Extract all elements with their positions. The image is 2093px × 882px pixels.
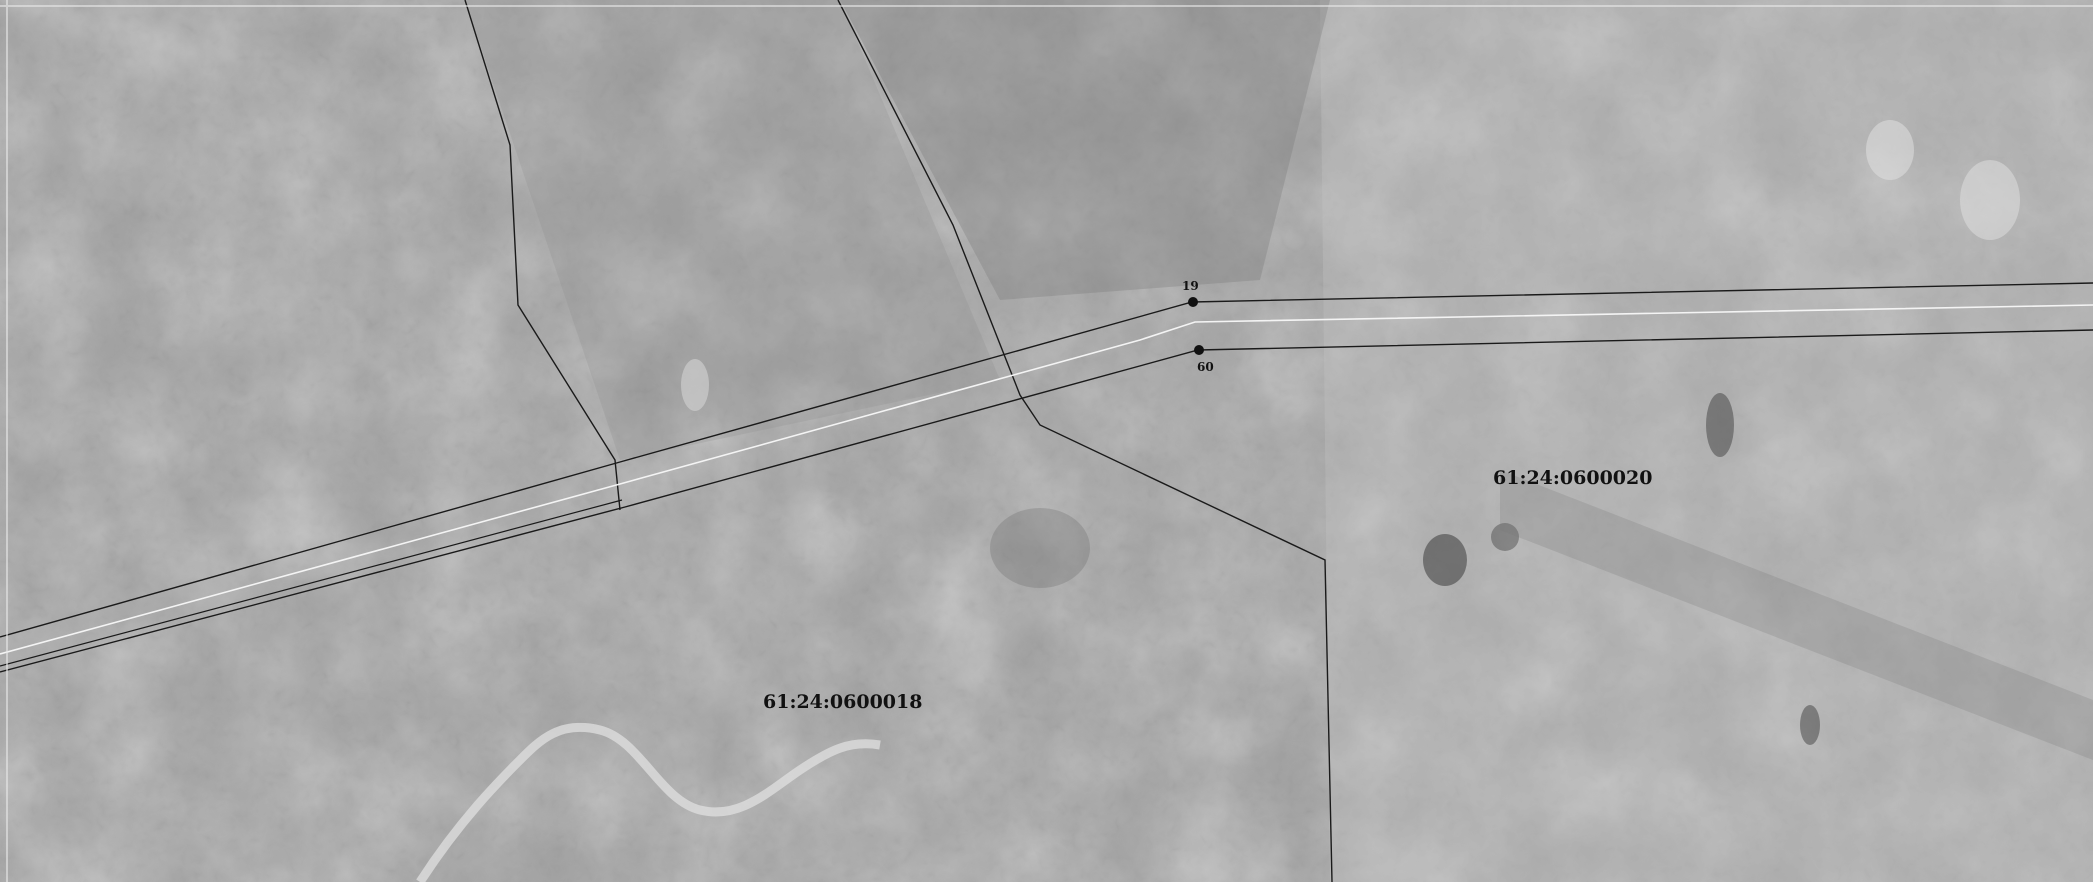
parcel-label-0600018[interactable]: 61:24:0600018 [763, 691, 922, 713]
road-corridor [0, 282, 2093, 673]
point-label-19: 19 [1182, 279, 1199, 293]
parcel-labels: 61:24:0600018 61:24:0600020 [763, 467, 1652, 713]
boundary-center-block [837, 0, 1333, 882]
road-lower-edge [0, 329, 2093, 673]
parcel-label-0600020[interactable]: 61:24:0600020 [1493, 467, 1652, 489]
survey-points: 19 60 [1182, 279, 1214, 374]
boundary-left-block [464, 0, 621, 511]
survey-point-60[interactable] [1194, 345, 1204, 355]
road-upper-edge [0, 282, 2093, 638]
parcel-boundaries [464, 0, 1333, 882]
survey-point-19[interactable] [1188, 297, 1198, 307]
point-label-60: 60 [1197, 360, 1214, 374]
road-lower-edge-inner [0, 499, 623, 667]
road-centerline [0, 304, 2093, 655]
